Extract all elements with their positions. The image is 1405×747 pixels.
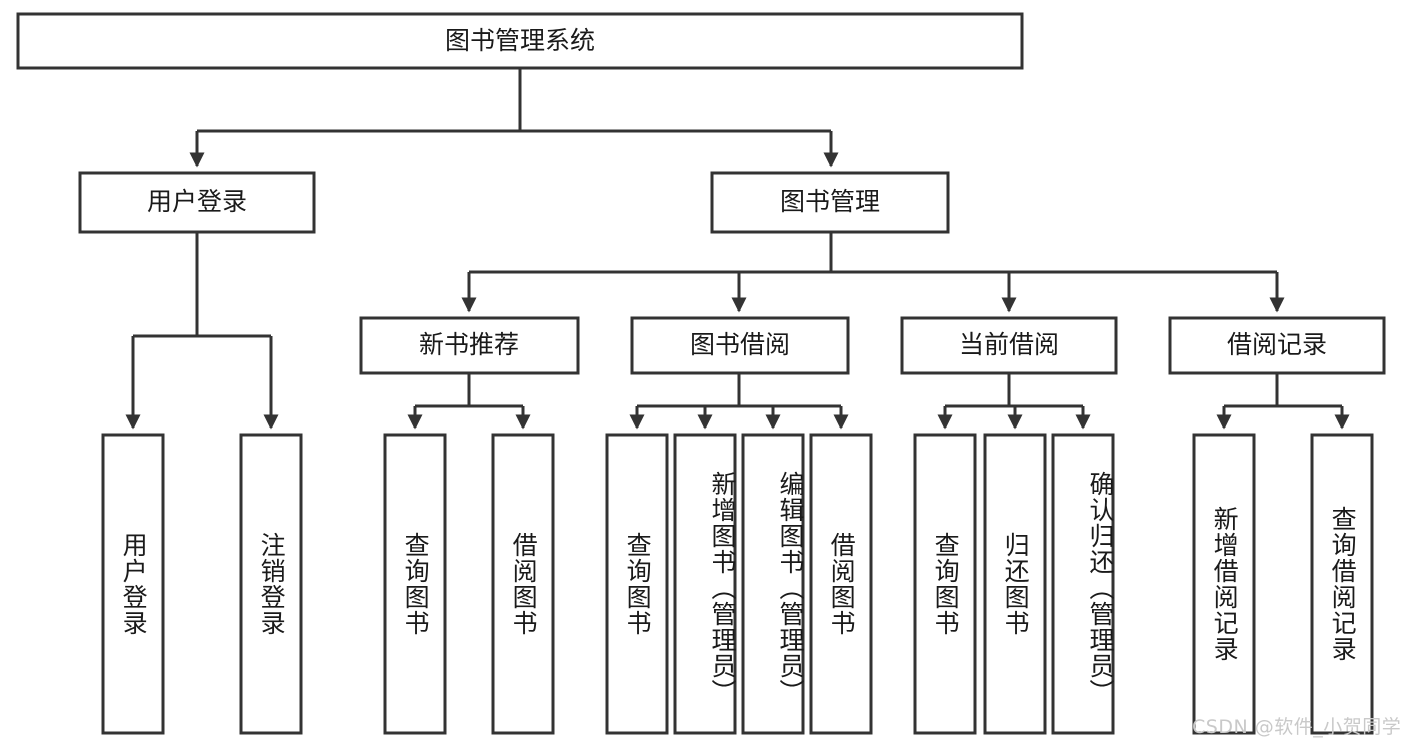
node-book-borrow-label: 图书借阅 — [690, 330, 790, 359]
node-current-borrow-label: 当前借阅 — [959, 330, 1059, 359]
leaf-borrow-record-query[interactable] — [1310, 433, 1374, 735]
csdn-watermark: CSDN @软件_小贺同学 — [1192, 716, 1402, 738]
node-root-label: 图书管理系统 — [445, 26, 595, 55]
node-user-login-label: 用户登录 — [147, 187, 247, 216]
leaf-new-book-query[interactable] — [383, 433, 447, 735]
leaf-book-borrow-borrow[interactable] — [809, 433, 873, 735]
node-current-borrow[interactable] — [900, 316, 1118, 375]
leaf-book-borrow-add[interactable] — [673, 433, 737, 735]
node-new-book-recommend[interactable] — [359, 316, 580, 375]
node-book-management-label: 图书管理 — [780, 187, 880, 216]
node-borrow-record[interactable] — [1168, 316, 1386, 375]
leaf-user-login-login[interactable] — [101, 433, 165, 735]
node-book-borrow[interactable] — [630, 316, 850, 375]
leaf-book-borrow-query[interactable] — [605, 433, 669, 735]
leaf-current-borrow-confirm[interactable] — [1051, 433, 1115, 735]
leaf-new-book-borrow[interactable] — [491, 433, 555, 735]
leaf-current-borrow-query[interactable] — [913, 433, 977, 735]
leaf-user-login-logout[interactable] — [239, 433, 303, 735]
leaf-borrow-record-add[interactable] — [1192, 433, 1256, 735]
node-layer: 图书管理系统 用户登录 图书管理 新书推荐 图书借阅 当前借阅 借阅记录 — [16, 12, 1386, 735]
connector-layer — [125, 68, 1350, 430]
node-new-book-recommend-label: 新书推荐 — [419, 330, 519, 359]
leaf-book-borrow-edit[interactable] — [741, 433, 805, 735]
node-user-login[interactable] — [78, 171, 316, 234]
leaf-current-borrow-return[interactable] — [983, 433, 1047, 735]
node-root-book-management-system[interactable] — [16, 12, 1024, 70]
node-book-management[interactable] — [710, 171, 950, 234]
node-borrow-record-label: 借阅记录 — [1227, 330, 1327, 359]
